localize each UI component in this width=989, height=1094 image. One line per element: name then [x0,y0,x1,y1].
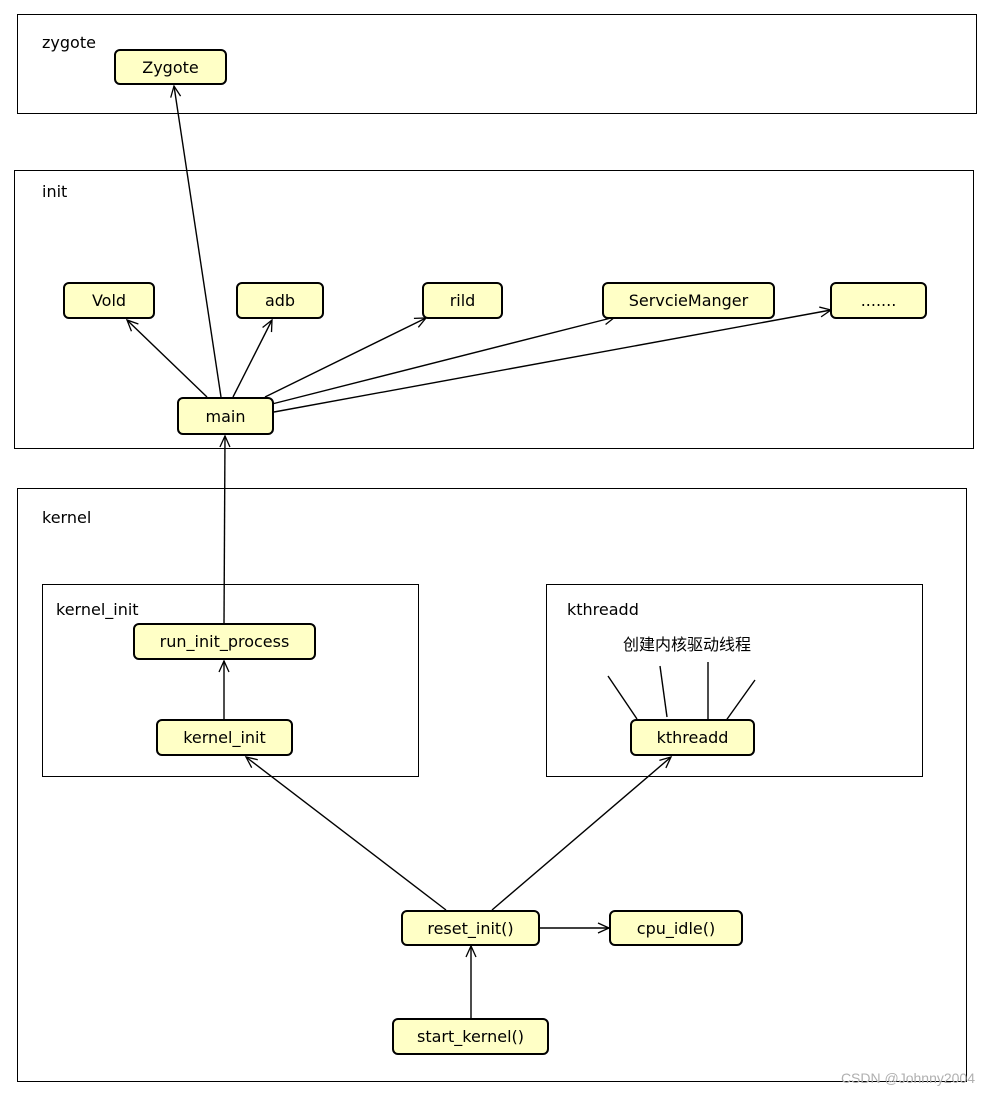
node-more[interactable]: ....... [830,282,927,319]
node-zygote[interactable]: Zygote [114,49,227,85]
kthread-spawn-line-1 [607,675,638,720]
node-vold[interactable]: Vold [63,282,155,319]
edge-runinit-to-main [219,434,231,625]
edge-main-to-vold [125,318,208,398]
edge-main-to-rild [264,317,428,398]
node-start-kernel[interactable]: start_kernel() [392,1018,549,1055]
edge-resetinit-to-kthreadd [491,755,673,911]
edge-main-to-zygote [170,84,222,398]
node-adb[interactable]: adb [236,282,324,319]
csdn-watermark: CSDN @Johnny2004 [840,1070,975,1086]
node-kthreadd[interactable]: kthreadd [630,719,755,756]
kthreadd-note: 创建内核驱动线程 [623,635,752,654]
kthread-spawn-line-4 [724,679,756,723]
edge-main-to-adb [232,318,273,398]
node-run-init-process[interactable]: run_init_process [133,623,316,660]
node-main[interactable]: main [177,397,274,435]
edge-main-to-more [273,306,833,413]
kthread-spawn-line-2 [659,665,668,718]
init-group-label: init [42,182,68,201]
kernel-group-label: kernel [42,508,92,527]
kernel-init-group-label: kernel_init [56,600,139,619]
node-rild[interactable]: rild [422,282,503,319]
node-servicemanager[interactable]: ServcieManger [602,282,775,319]
node-reset-init[interactable]: reset_init() [401,910,540,946]
kthreadd-group-label: kthreadd [567,600,639,619]
zygote-group-label: zygote [42,33,96,52]
node-cpu-idle[interactable]: cpu_idle() [609,910,743,946]
node-kernel-init[interactable]: kernel_init [156,719,293,756]
edge-main-to-servicemanager [271,314,617,405]
edge-resetinit-to-kernelinit [244,756,447,911]
